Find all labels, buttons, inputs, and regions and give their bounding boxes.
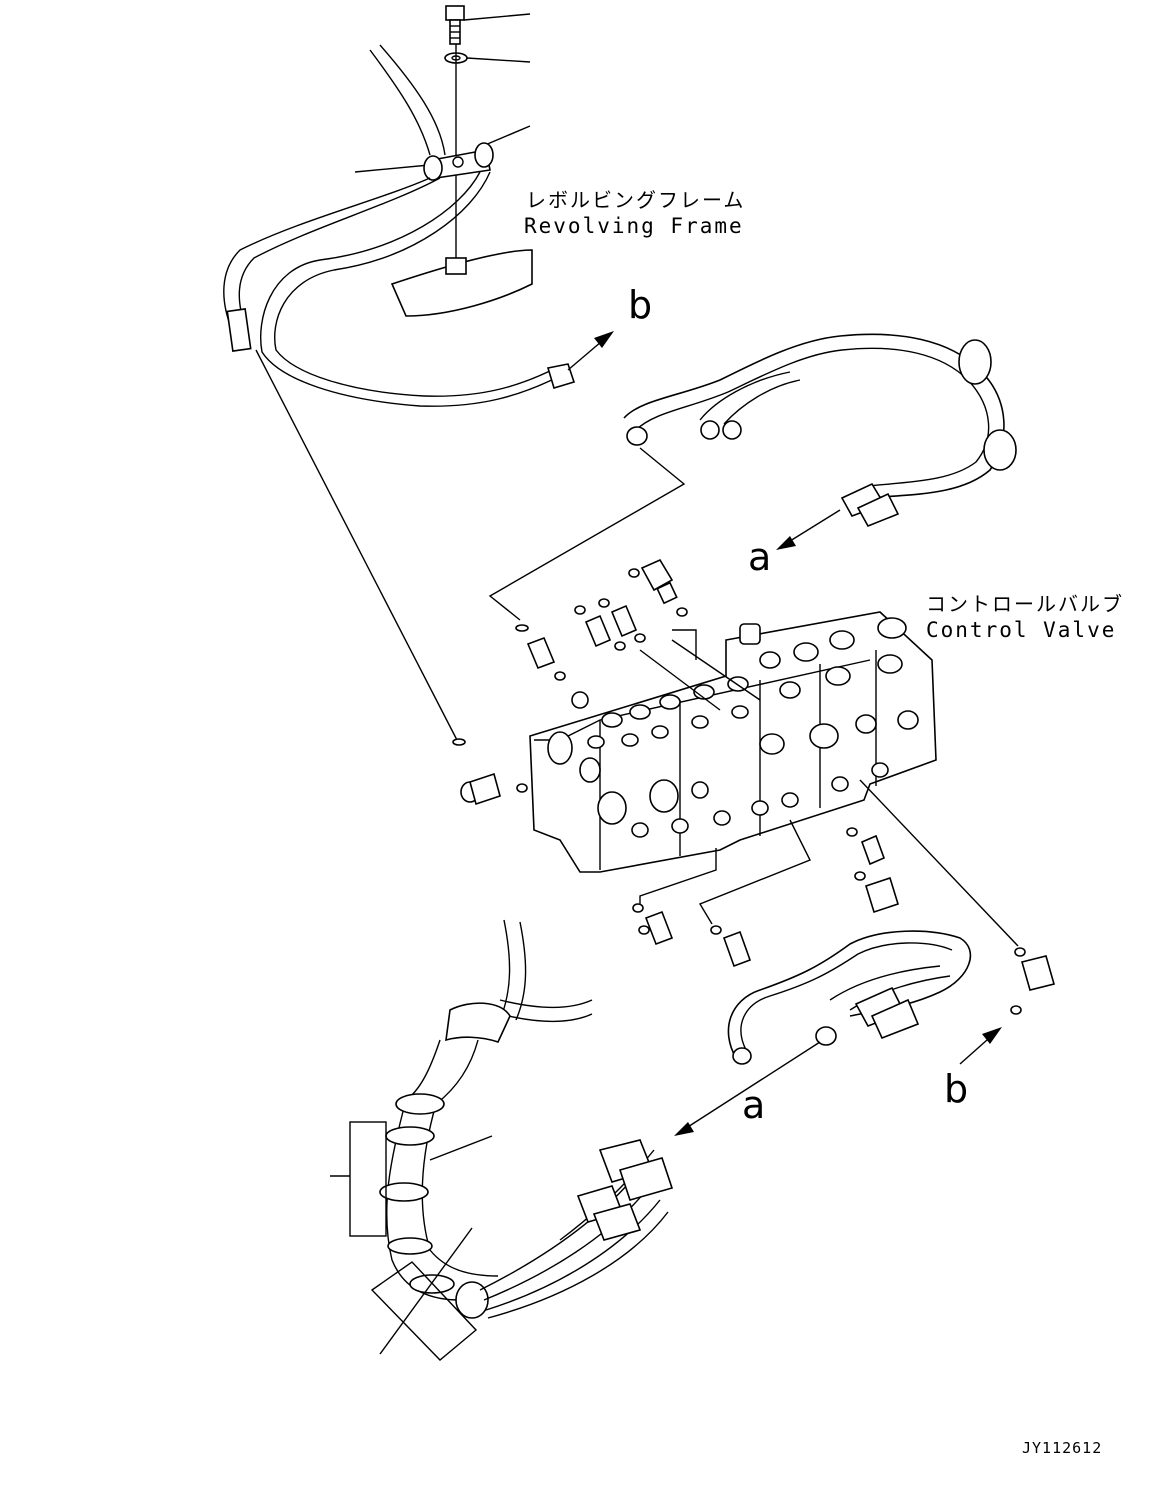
control-valve-body [529, 611, 937, 873]
bolt [445, 5, 465, 45]
arrow-b-top [567, 331, 614, 371]
revolving-frame-label-en: Revolving Frame [524, 214, 744, 238]
arrow-a-mid [776, 509, 841, 550]
arrow-a-bottom [674, 1041, 821, 1136]
leader-lines-bottom [330, 1121, 493, 1361]
hose-assembly-upper-right [623, 333, 1017, 528]
frame-bracket [390, 249, 533, 317]
drawing-code: JY112612 [1022, 1439, 1103, 1457]
elbow-fitting-left [460, 772, 528, 806]
arrow-b-bottom [959, 1027, 1002, 1065]
reference-b-bottom: b [944, 1067, 969, 1111]
control-valve-label-en: Control Valve [926, 618, 1117, 642]
hose-assembly-lower-right [727, 930, 972, 1065]
hose-bundle-bottom [379, 919, 674, 1319]
hoses-top [223, 44, 576, 407]
fittings-lower [632, 819, 1055, 1015]
control-valve-label-jp: コントロールバルブ [926, 592, 1124, 616]
hose-clamp-top [423, 142, 494, 181]
leader-lines-top [354, 13, 531, 173]
fittings-upper [526, 558, 697, 681]
reference-a-mid: a [748, 535, 772, 579]
revolving-frame-label-jp: レボルビングフレーム [526, 188, 746, 212]
reference-b-top: b [628, 283, 653, 327]
reference-a-bottom: a [742, 1083, 766, 1127]
